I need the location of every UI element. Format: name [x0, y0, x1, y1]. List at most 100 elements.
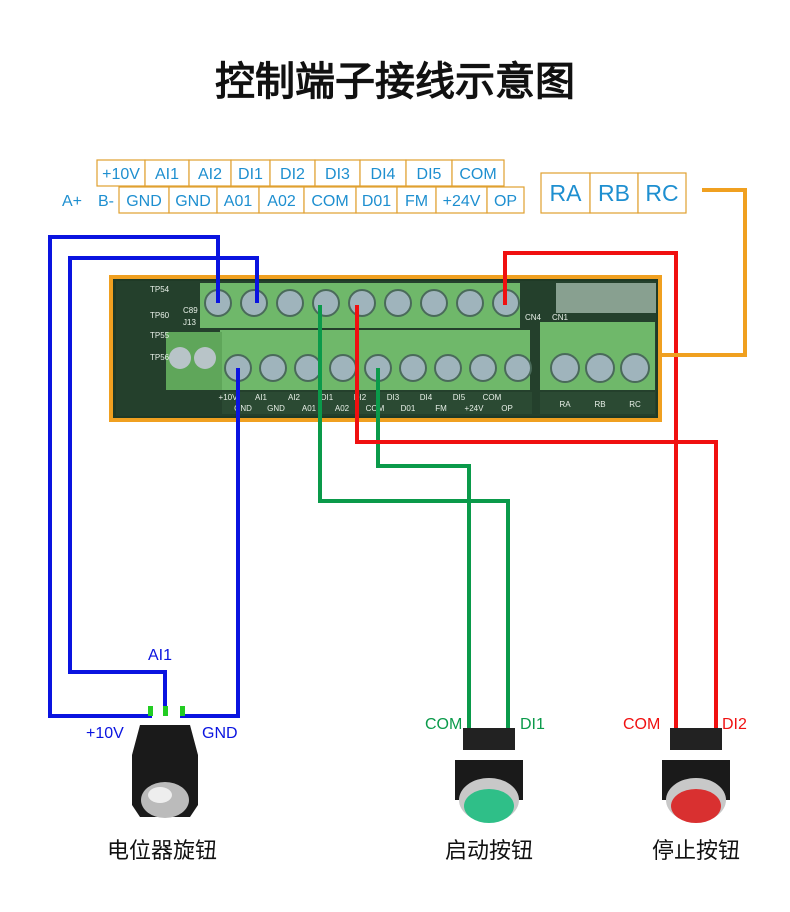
top-terminal-cell — [405, 159, 453, 187]
top-terminal-label: AI2 — [198, 166, 222, 183]
screw-rs485 — [194, 347, 216, 369]
screw-bottom — [294, 354, 322, 382]
silk-top: COM — [483, 393, 502, 402]
silk-top: AI2 — [288, 393, 301, 402]
screw-relay — [620, 353, 650, 383]
silk-relay: RA — [559, 400, 571, 409]
start-button-cap — [464, 789, 514, 823]
top-terminal-label: DI5 — [417, 166, 442, 183]
top-terminal-cell — [144, 159, 190, 187]
screw-top — [312, 289, 340, 317]
board-mark: TP60 — [150, 311, 170, 320]
bottom-terminal-label: A01 — [224, 193, 253, 210]
silk-top: AI1 — [255, 393, 268, 402]
top-terminal-label: DI1 — [238, 166, 263, 183]
silk-top: DI3 — [387, 393, 400, 402]
bottom-terminal-label: FM — [405, 193, 428, 210]
silk-bottom: A01 — [302, 404, 317, 413]
bottom-terminal-label: GND — [126, 193, 162, 210]
top-terminal-cell — [451, 159, 505, 187]
screw-top — [456, 289, 484, 317]
silk-relay: RB — [594, 400, 605, 409]
screw-bottom — [434, 354, 462, 382]
top-terminal-label: AI1 — [155, 166, 179, 183]
stop-pin-com: COM — [623, 716, 660, 733]
screw-top — [348, 289, 376, 317]
prefix-label: A+ — [62, 193, 82, 210]
screw-bottom — [504, 354, 532, 382]
start-button-caption: 启动按钮 — [445, 839, 533, 864]
silk-top: DI1 — [321, 393, 334, 402]
top-terminal-cell — [96, 159, 146, 187]
bottom-terminal-label: GND — [175, 193, 211, 210]
pin-label-plus10v: +10V — [86, 725, 124, 742]
silk-bottom: GND — [234, 404, 252, 413]
screw-top — [276, 289, 304, 317]
screw-relay — [550, 353, 580, 383]
silk-bottom: GND — [267, 404, 285, 413]
page-title: 控制端子接线示意图 — [215, 59, 575, 105]
top-terminal-cell — [269, 159, 316, 187]
pin-label-gnd: GND — [202, 725, 238, 742]
screw-bottom — [259, 354, 287, 382]
bottom-terminal-label: A02 — [267, 193, 296, 210]
stop-button[interactable]: COM DI2 停止按钮 — [623, 716, 747, 864]
bottom-terminal-cell — [258, 186, 305, 214]
board-mark: CN4 — [525, 313, 542, 322]
pin-label-ai1: AI1 — [148, 647, 172, 664]
bottom-terminal-cell — [303, 186, 357, 214]
wire-di1 — [318, 305, 510, 728]
screw-top — [420, 289, 448, 317]
silk-bottom: A02 — [335, 404, 350, 413]
bottom-terminal-label: D01 — [362, 193, 391, 210]
silk-bottom: OP — [501, 404, 513, 413]
screw-bottom — [399, 354, 427, 382]
screw-rs485 — [169, 347, 191, 369]
wire-ai1 — [68, 256, 259, 708]
top-terminal-label: DI2 — [280, 166, 305, 183]
screw-bottom — [469, 354, 497, 382]
bottom-terminal-label: COM — [311, 193, 348, 210]
board-mark: J13 — [183, 318, 196, 327]
wire-start-com — [376, 368, 471, 728]
top-terminal-label: DI4 — [371, 166, 396, 183]
bottom-terminal-label: +24V — [443, 193, 481, 210]
stop-pin-di2: DI2 — [722, 716, 747, 733]
start-pin-com: COM — [425, 716, 462, 733]
silk-bottom: D01 — [401, 404, 416, 413]
board-mark: CN1 — [552, 313, 569, 322]
stop-button-cap — [671, 789, 721, 823]
silk-top: DI5 — [453, 393, 466, 402]
stop-button-caption: 停止按钮 — [652, 839, 740, 864]
silk-top: +10V — [219, 393, 239, 402]
top-terminal-cell — [359, 159, 407, 187]
screw-top — [384, 289, 412, 317]
prefix-label: B- — [98, 193, 114, 210]
board-mark: TP54 — [150, 285, 170, 294]
start-button[interactable]: COM DI1 启动按钮 — [425, 716, 545, 864]
bottom-terminal-cell — [118, 186, 170, 214]
relay-label: RB — [598, 180, 630, 206]
silk-bottom: FM — [435, 404, 447, 413]
relay-cell — [589, 172, 639, 214]
bottom-terminal-cell — [486, 186, 525, 214]
relay-label: RC — [645, 180, 678, 206]
bottom-terminal-label: OP — [494, 193, 517, 210]
relay-label: RA — [550, 180, 583, 206]
screw-top — [240, 289, 268, 317]
screw-relay — [585, 353, 615, 383]
board-mark: TP55 — [150, 331, 170, 340]
potentiometer[interactable]: AI1 +10V GND 电位器旋钮 — [86, 647, 238, 864]
potentiometer-caption: 电位器旋钮 — [107, 839, 217, 864]
relay-cell — [637, 172, 687, 214]
top-terminal-label: COM — [459, 166, 496, 183]
board-mark: C89 — [183, 306, 198, 315]
silk-relay: RC — [629, 400, 641, 409]
top-terminal-label: DI3 — [325, 166, 350, 183]
wire-relay — [661, 188, 747, 357]
top-terminal-cell — [314, 159, 361, 187]
silk-bottom: COM — [366, 404, 385, 413]
